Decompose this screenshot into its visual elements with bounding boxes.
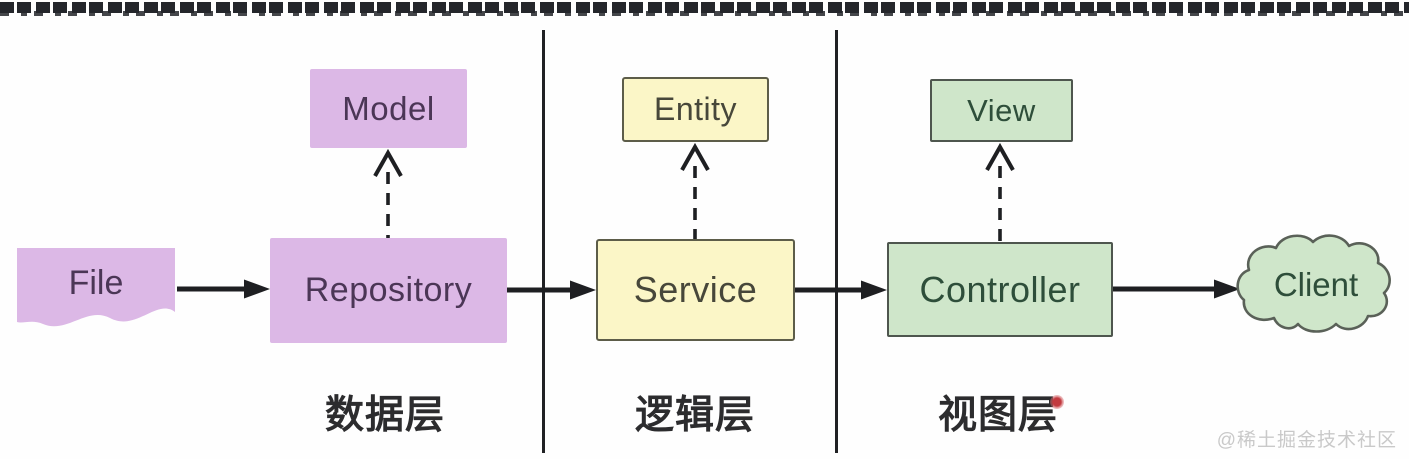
- data-layer-text: 数据层: [324, 394, 445, 437]
- edge-service-controller: [795, 280, 887, 300]
- document-shape: [17, 248, 175, 327]
- node-service-label: Service: [633, 269, 758, 310]
- view-layer-text: 视图层: [937, 394, 1058, 437]
- layer-label-data: 数据层: [285, 389, 485, 437]
- node-view: View: [930, 79, 1073, 142]
- edge-repository-model: [373, 148, 403, 238]
- node-client-label: Client: [1273, 266, 1359, 303]
- watermark: @稀土掘金技术社区: [1216, 430, 1397, 451]
- layer-divider-data-logic: [542, 30, 545, 453]
- node-model: Model: [310, 69, 467, 148]
- layer-label-logic: 逻辑层: [595, 389, 795, 437]
- edge-controller-client: [1113, 279, 1240, 299]
- edge-service-entity: [680, 142, 710, 239]
- red-pointer-dot: [1050, 395, 1064, 409]
- layer-divider-logic-view: [835, 30, 838, 453]
- logic-layer-text: 逻辑层: [634, 394, 755, 437]
- node-repository-label: Repository: [304, 271, 473, 309]
- node-repository: Repository: [270, 238, 507, 343]
- node-entity-label: Entity: [653, 91, 738, 127]
- cropped-text-strip: [0, 2, 1409, 16]
- node-file: File: [14, 244, 178, 332]
- node-service: Service: [596, 239, 795, 341]
- edge-controller-view: [985, 142, 1015, 242]
- node-file-label: File: [68, 263, 124, 302]
- node-controller-label: Controller: [919, 268, 1081, 310]
- node-view-label: View: [967, 92, 1036, 128]
- edge-repository-service: [507, 280, 596, 300]
- layer-label-view: 视图层: [898, 389, 1098, 437]
- cloud-shape: [1236, 234, 1391, 333]
- node-controller: Controller: [887, 242, 1113, 337]
- node-model-label: Model: [342, 89, 435, 127]
- edge-file-repository: [177, 279, 270, 299]
- node-client: Client: [1234, 230, 1398, 340]
- node-entity: Entity: [622, 77, 769, 142]
